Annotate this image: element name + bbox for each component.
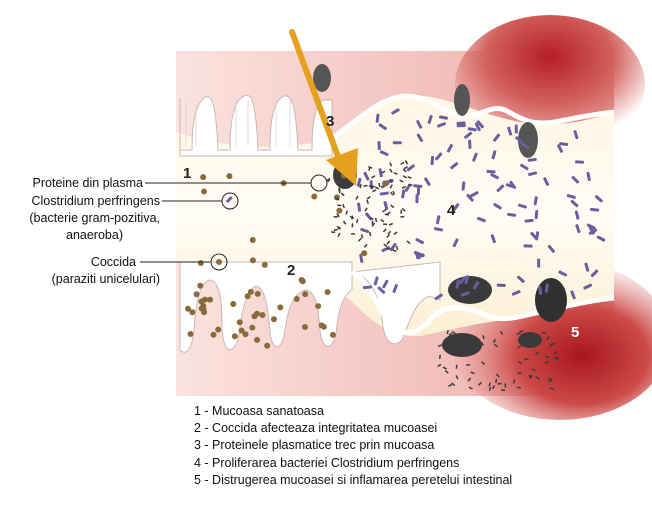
plasma-protein xyxy=(475,342,479,344)
label-coccida-line1: Coccida xyxy=(91,255,136,269)
plasma-protein xyxy=(468,339,470,343)
marker-3: 3 xyxy=(326,113,334,130)
bacterium-rod xyxy=(415,194,418,203)
coccida-parasite xyxy=(300,278,306,284)
legend-item-2: 2 - Coccida afecteaza integritatea mucoa… xyxy=(194,420,512,437)
legend-item-1: 1 - Mucoasa sanatoasa xyxy=(194,403,512,420)
coccida-parasite xyxy=(194,291,200,297)
bacterium-rod xyxy=(523,244,532,247)
coccida-parasite xyxy=(311,193,317,199)
plasma-protein xyxy=(400,210,402,214)
coccida-parasite xyxy=(262,262,268,268)
marker-4: 4 xyxy=(447,202,456,219)
coccida-parasite xyxy=(294,296,300,302)
bacterium-rod xyxy=(575,160,584,164)
plasma-protein xyxy=(386,248,390,250)
coccida-parasite xyxy=(302,324,308,330)
coccida-parasite xyxy=(325,289,331,295)
bacterium-rod xyxy=(431,156,435,165)
coccida-parasite xyxy=(254,337,260,343)
coccida-parasite xyxy=(321,324,327,330)
coccida-parasite xyxy=(302,291,308,297)
bacterium-rod xyxy=(486,170,495,174)
coccida-parasite xyxy=(202,297,208,303)
coccida-parasite xyxy=(251,313,257,319)
legend-item-5: 5 - Distrugerea mucoasei si inflamarea p… xyxy=(194,472,512,489)
plasma-protein xyxy=(334,216,338,218)
marker-5: 5 xyxy=(571,324,579,341)
coccida-parasite xyxy=(277,304,283,310)
coccida-parasite xyxy=(215,327,221,333)
coccida-parasite xyxy=(382,180,388,186)
coccida-parasite xyxy=(259,312,265,318)
plasma-protein xyxy=(342,185,344,189)
coccida-parasite xyxy=(189,309,195,315)
coccida-parasite xyxy=(315,303,321,309)
coccida-parasite xyxy=(245,293,251,299)
label-clostridium-line1: Clostridium perfringens xyxy=(31,194,160,208)
coccida-sample-icon xyxy=(216,259,222,265)
bacterium-rod xyxy=(468,140,471,149)
coccida-parasite xyxy=(201,188,207,194)
coccida-parasite xyxy=(336,208,342,214)
label-coccida-line2: (paraziti unicelulari) xyxy=(52,272,160,286)
marker-1: 1 xyxy=(183,165,191,182)
bacterium-rod xyxy=(377,141,380,150)
coccida-parasite xyxy=(250,237,256,243)
plasma-protein xyxy=(331,231,335,233)
plasma-protein xyxy=(351,233,355,235)
coccida-parasite xyxy=(198,260,204,266)
label-plasma-proteins: Proteine din plasma xyxy=(33,176,144,190)
coccida-parasite xyxy=(199,306,205,312)
coccida-parasite xyxy=(250,257,256,263)
coccida-parasite xyxy=(197,283,203,289)
label-clostridium-line2: (bacterie gram-pozitiva, xyxy=(29,211,160,225)
bacterium-rod xyxy=(497,284,506,287)
coccida-parasite xyxy=(200,174,206,180)
coccida-parasite xyxy=(188,331,194,337)
plasma-protein xyxy=(383,223,387,225)
plasma-protein xyxy=(466,364,470,366)
legend: 1 - Mucoasa sanatoasa 2 - Coccida afecte… xyxy=(194,403,512,489)
plasma-protein xyxy=(501,389,505,391)
bacterium-rod xyxy=(537,259,540,268)
coccida-parasite xyxy=(330,332,336,338)
coccida-parasite xyxy=(226,173,232,179)
legend-item-3: 3 - Proteinele plasmatice trec prin muco… xyxy=(194,437,512,454)
coccida-parasite xyxy=(207,297,213,303)
coccida-parasite xyxy=(211,332,217,338)
coccida-parasite xyxy=(255,291,261,297)
label-clostridium-line3: anaeroba) xyxy=(66,228,123,242)
plasma-protein xyxy=(555,357,559,359)
coccida-parasite xyxy=(232,333,238,339)
bacterium-rod xyxy=(393,141,402,144)
coccida-parasite xyxy=(237,319,243,325)
marker-2: 2 xyxy=(287,262,295,279)
coccida-parasite xyxy=(249,325,255,331)
coccida-parasite xyxy=(271,316,277,322)
bacterium-rod xyxy=(515,125,518,134)
coccida-parasite xyxy=(243,331,249,337)
coccida-parasite xyxy=(230,301,236,307)
coccida-parasite xyxy=(361,250,367,256)
legend-item-4: 4 - Proliferarea bacteriei Clostridium p… xyxy=(194,455,512,472)
coccida-parasite xyxy=(264,343,270,349)
